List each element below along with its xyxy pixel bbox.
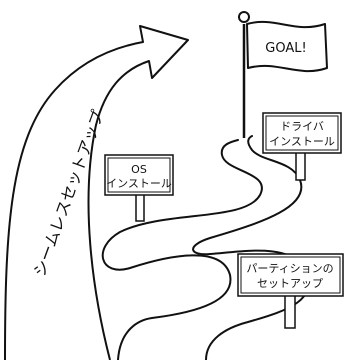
sign-os-install: OS インストール <box>104 154 174 222</box>
sign-os-line1: OS <box>131 163 147 176</box>
winding-road <box>101 135 310 360</box>
sign-driver-install: ドライバ インストール <box>262 112 342 181</box>
road-right-edge <box>192 135 310 360</box>
sign-partition-setup: パーティションの セットアップ <box>237 253 344 329</box>
goal-flag: GOAL! <box>238 11 328 138</box>
road-left-edge <box>101 139 263 360</box>
sign-partition-line2: セットアップ <box>257 277 323 290</box>
sign-driver-line1: ドライバ <box>280 120 324 133</box>
sign-os-line2: インストール <box>106 177 172 190</box>
goal-label: GOAL! <box>265 41 306 56</box>
sign-driver-line2: インストール <box>269 135 335 148</box>
sign-partition-line1: パーティションの <box>246 262 333 275</box>
